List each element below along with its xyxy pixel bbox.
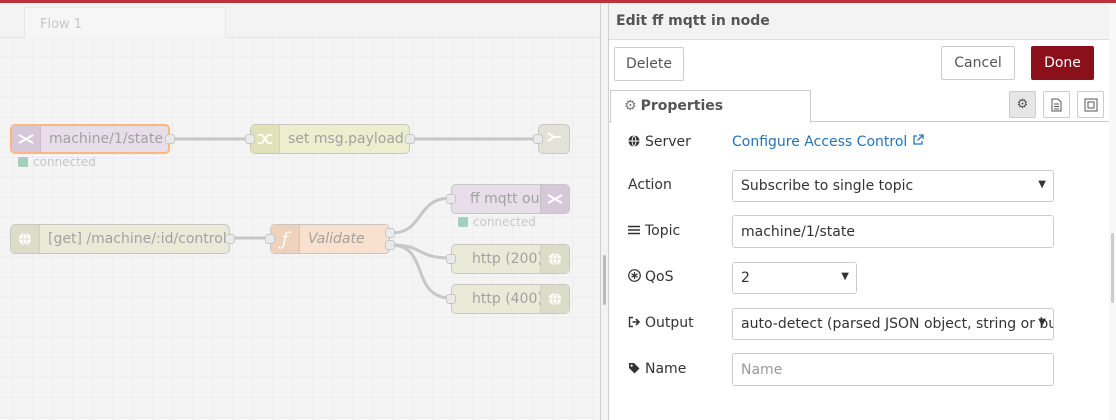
node-http-response-200[interactable]: http (200) (451, 244, 570, 274)
app-top-bar (0, 0, 1116, 3)
node-input-port[interactable] (446, 194, 456, 204)
mqtt-bridge-icon (540, 185, 569, 213)
node-output-port[interactable] (225, 234, 235, 244)
node-output-port[interactable] (385, 240, 395, 250)
label-text: Output (645, 315, 694, 331)
node-http-in[interactable]: [get] /machine/:id/control (10, 224, 230, 254)
function-icon: ƒ (271, 225, 300, 253)
action-select[interactable]: Subscribe to single topic ▼ (732, 170, 1054, 202)
tray-scrollbar[interactable] (1109, 3, 1116, 420)
link-text: Configure Access Control (732, 134, 908, 150)
tab-properties[interactable]: ⚙Properties (610, 90, 811, 123)
select-value: Subscribe to single topic (741, 178, 914, 194)
server-field-label: Server (628, 134, 691, 150)
tag-icon (628, 362, 643, 377)
globe-icon (540, 285, 569, 313)
node-label: machine/1/state (49, 131, 163, 147)
name-field-label: Name (628, 361, 686, 377)
tray-tabs: ⚙Properties ⚙ (609, 90, 1109, 123)
node-mqtt-out[interactable]: ff mqtt out (451, 184, 570, 214)
node-input-port[interactable] (533, 134, 543, 144)
status-dot (18, 157, 28, 167)
mqtt-bridge-icon (12, 126, 41, 152)
qos-select[interactable]: 2 ▼ (732, 262, 857, 294)
label-text: QoS (645, 269, 674, 285)
node-label: Validate (308, 231, 365, 247)
topic-input[interactable]: machine/1/state (732, 215, 1054, 248)
node-input-port[interactable] (245, 134, 255, 144)
node-status: connected (18, 155, 96, 169)
flow-workspace: Flow 1 machine/1/state connected set msg… (0, 3, 600, 420)
tray-resize-handle[interactable] (600, 3, 608, 420)
name-input[interactable]: Name (732, 353, 1054, 386)
node-label: [get] /machine/:id/control (48, 231, 227, 247)
gear-icon: ⚙ (624, 98, 637, 114)
node-function[interactable]: ƒ Validate (270, 224, 390, 254)
node-label: set msg.payload (288, 131, 404, 147)
globe-icon (540, 245, 569, 273)
asterisk-circle-icon (628, 269, 643, 285)
chevron-down-icon: ▼ (841, 271, 849, 282)
node-settings-tab[interactable]: ⚙ (1009, 91, 1036, 118)
tray-title: Edit ff mqtt in node (609, 3, 1109, 40)
output-field-label: Output (628, 315, 694, 331)
node-label: http (400) (472, 291, 540, 307)
node-output-port[interactable] (385, 228, 395, 238)
status-dot (458, 217, 468, 227)
node-output-port[interactable] (165, 134, 175, 144)
configure-access-control-link[interactable]: Configure Access Control (732, 134, 924, 150)
tab-flow-1[interactable]: Flow 1 (24, 7, 226, 39)
node-input-port[interactable] (265, 234, 275, 244)
delete-button[interactable]: Delete (614, 47, 684, 81)
list-icon (628, 224, 643, 238)
qos-field-label: QoS (628, 269, 673, 285)
node-label: ff mqtt out (470, 191, 540, 207)
node-input-port[interactable] (446, 294, 456, 304)
flow-canvas[interactable] (0, 38, 600, 420)
output-select[interactable]: auto-detect (parsed JSON object, string … (732, 308, 1054, 340)
topic-field-label: Topic (628, 223, 680, 239)
label-text: Server (645, 134, 691, 150)
resize-grip (603, 255, 606, 305)
description-tab[interactable] (1043, 91, 1070, 118)
cancel-button[interactable]: Cancel (941, 46, 1015, 80)
scrollbar-thumb[interactable] (1111, 233, 1114, 303)
shuffle-icon (251, 125, 280, 153)
done-button[interactable]: Done (1031, 46, 1094, 80)
label-text: Name (645, 361, 687, 377)
chevron-down-icon: ▼ (1038, 179, 1046, 190)
label-text: Action (628, 177, 672, 193)
select-value: auto-detect (parsed JSON object, string … (741, 316, 1054, 332)
tab-label: Properties (640, 98, 724, 114)
sign-out-icon (628, 316, 643, 331)
document-icon (1051, 98, 1062, 111)
edit-tray: Edit ff mqtt in node Delete Cancel Done … (608, 3, 1116, 420)
chevron-down-icon: ▼ (1038, 317, 1046, 328)
node-output-port[interactable] (405, 134, 415, 144)
external-link-icon (912, 134, 924, 150)
node-input-port[interactable] (446, 254, 456, 264)
select-value: 2 (741, 270, 750, 286)
label-text: Topic (645, 223, 681, 239)
action-field-label: Action (628, 177, 672, 193)
globe-icon (628, 134, 643, 150)
appearance-tab[interactable] (1077, 91, 1104, 118)
node-mqtt-in[interactable]: machine/1/state (10, 124, 170, 154)
gear-icon: ⚙ (1016, 97, 1029, 112)
globe-icon (11, 225, 40, 253)
frame-icon (1084, 98, 1097, 111)
node-change[interactable]: set msg.payload (250, 124, 410, 154)
status-text: connected (473, 215, 536, 229)
node-http-response-400[interactable]: http (400) (451, 284, 570, 314)
node-status: connected (458, 215, 536, 229)
status-text: connected (33, 155, 96, 169)
arrow-out-icon (546, 130, 562, 148)
node-label: http (200) (472, 251, 540, 267)
flow-tab-bar: Flow 1 (0, 3, 600, 39)
